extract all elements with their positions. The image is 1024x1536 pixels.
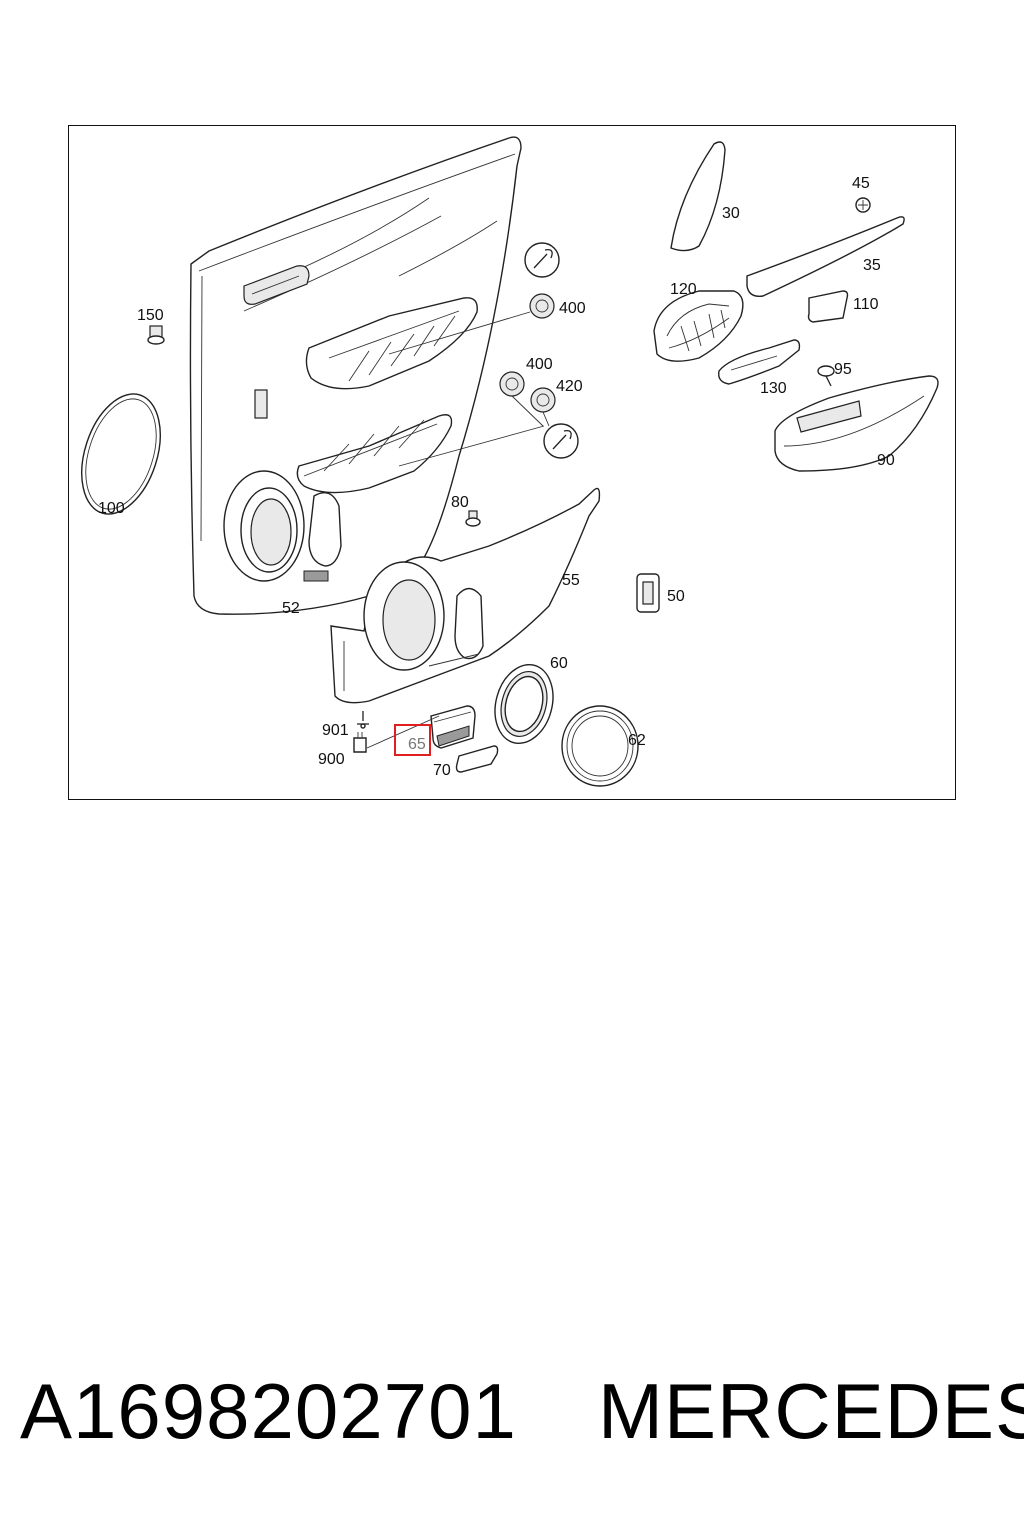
speaker-ring-60 <box>494 663 554 745</box>
parts-diagram-frame: 30 45 35 120 110 150 400 400 420 95 130 … <box>68 125 956 800</box>
callout-60: 60 <box>550 655 568 672</box>
callout-130: 130 <box>760 380 787 397</box>
callout-52: 52 <box>282 600 300 617</box>
callout-45: 45 <box>852 175 870 192</box>
callout-35: 35 <box>863 257 881 274</box>
callout-110: 110 <box>853 296 879 313</box>
cover-70 <box>455 745 499 773</box>
callout-90: 90 <box>877 452 895 469</box>
speaker-cover-100 <box>81 393 161 515</box>
callout-30: 30 <box>722 205 740 222</box>
screw-45 <box>855 197 871 213</box>
callout-120: 120 <box>670 281 697 298</box>
callout-900: 900 <box>318 751 345 768</box>
callout-55: 55 <box>562 572 580 589</box>
callout-400-upper: 400 <box>559 300 586 317</box>
armrest-90 <box>774 375 939 472</box>
callout-400-lower: 400 <box>526 356 553 373</box>
storage-unit-65 <box>430 705 476 749</box>
lower-door-panel <box>330 487 601 704</box>
callout-50: 50 <box>667 588 685 605</box>
inner-handle-130 <box>718 339 801 385</box>
callout-100: 100 <box>98 500 125 517</box>
callout-420: 420 <box>556 378 583 395</box>
callout-65: 65 <box>408 736 426 753</box>
connector-900 <box>353 715 440 753</box>
handle-bezel-120 <box>653 290 744 362</box>
callout-62: 62 <box>628 732 646 749</box>
part-number: A1698202701 <box>20 1367 517 1455</box>
trim-strip-30 <box>670 141 726 252</box>
cover-110 <box>807 290 849 323</box>
door-panel-exploded-diagram: 30 45 35 120 110 150 400 400 420 95 130 … <box>81 136 939 787</box>
callout-95: 95 <box>834 361 852 378</box>
clip-150 <box>147 325 165 345</box>
callout-80: 80 <box>451 494 469 511</box>
connector-901 <box>357 711 369 729</box>
screw-95 <box>817 365 835 387</box>
callout-150: 150 <box>137 307 164 324</box>
trim-strip-35 <box>746 216 905 297</box>
switch-50 <box>636 573 660 613</box>
fastener-group <box>388 242 579 467</box>
clip-80 <box>465 510 481 527</box>
callout-901: 901 <box>322 722 349 739</box>
callout-70: 70 <box>433 762 451 779</box>
door-trim-panel <box>189 136 522 615</box>
highlight-box-65 <box>394 724 431 756</box>
brand-name: MERCEDES <box>598 1367 1024 1455</box>
speaker-grille-62 <box>561 705 639 787</box>
